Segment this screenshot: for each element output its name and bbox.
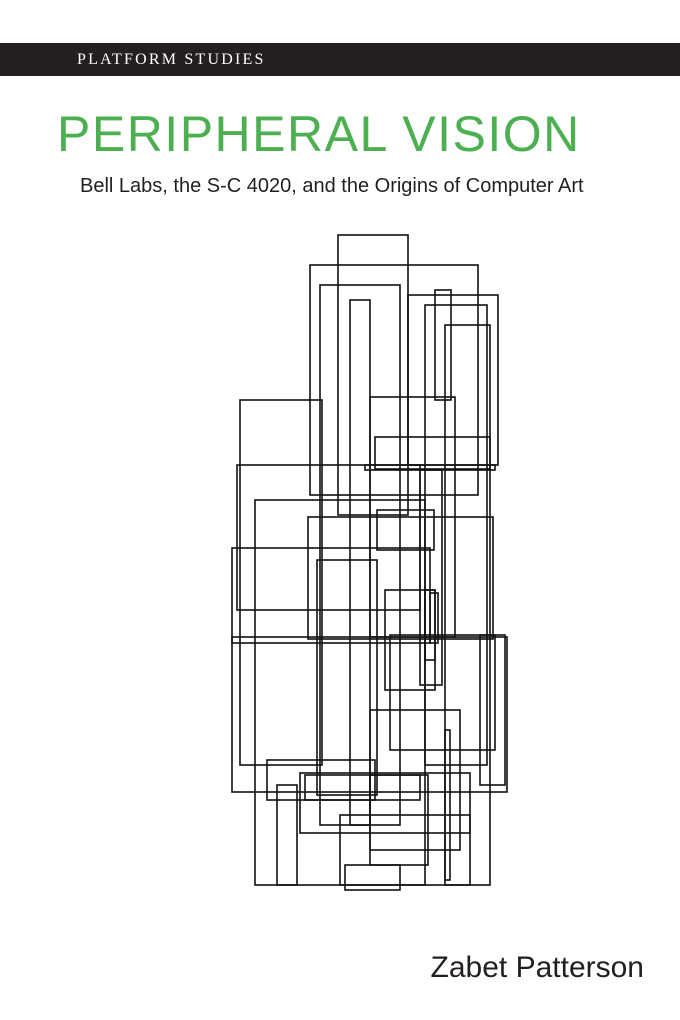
series-label: PLATFORM STUDIES [77, 51, 266, 68]
book-subtitle: Bell Labs, the S-C 4020, and the Origins… [80, 175, 584, 197]
series-banner: PLATFORM STUDIES [0, 43, 680, 76]
cover-artwork [231, 234, 508, 891]
author-name: Zabet Patterson [430, 951, 644, 984]
book-title: PERIPHERAL VISION [57, 106, 581, 162]
